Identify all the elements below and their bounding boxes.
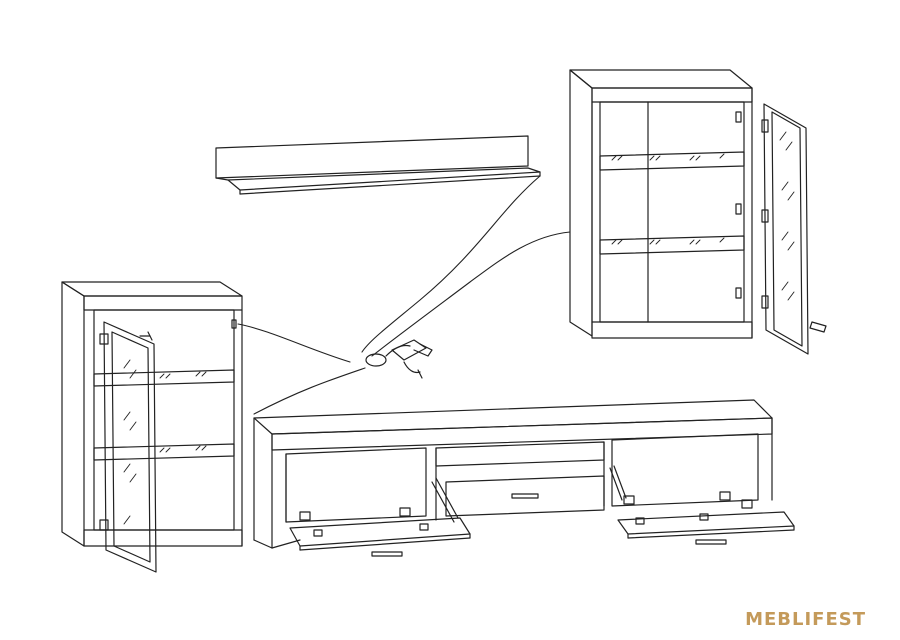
- led-lighting-cable: [237, 175, 571, 415]
- tv-stand: [253, 399, 795, 557]
- brand-logo-text: MEBLIFEST: [745, 609, 866, 630]
- wall-shelf: [215, 135, 541, 195]
- right-wall-display-cabinet: [569, 69, 827, 355]
- power-adapter: [365, 339, 433, 379]
- left-display-cabinet: [61, 281, 243, 573]
